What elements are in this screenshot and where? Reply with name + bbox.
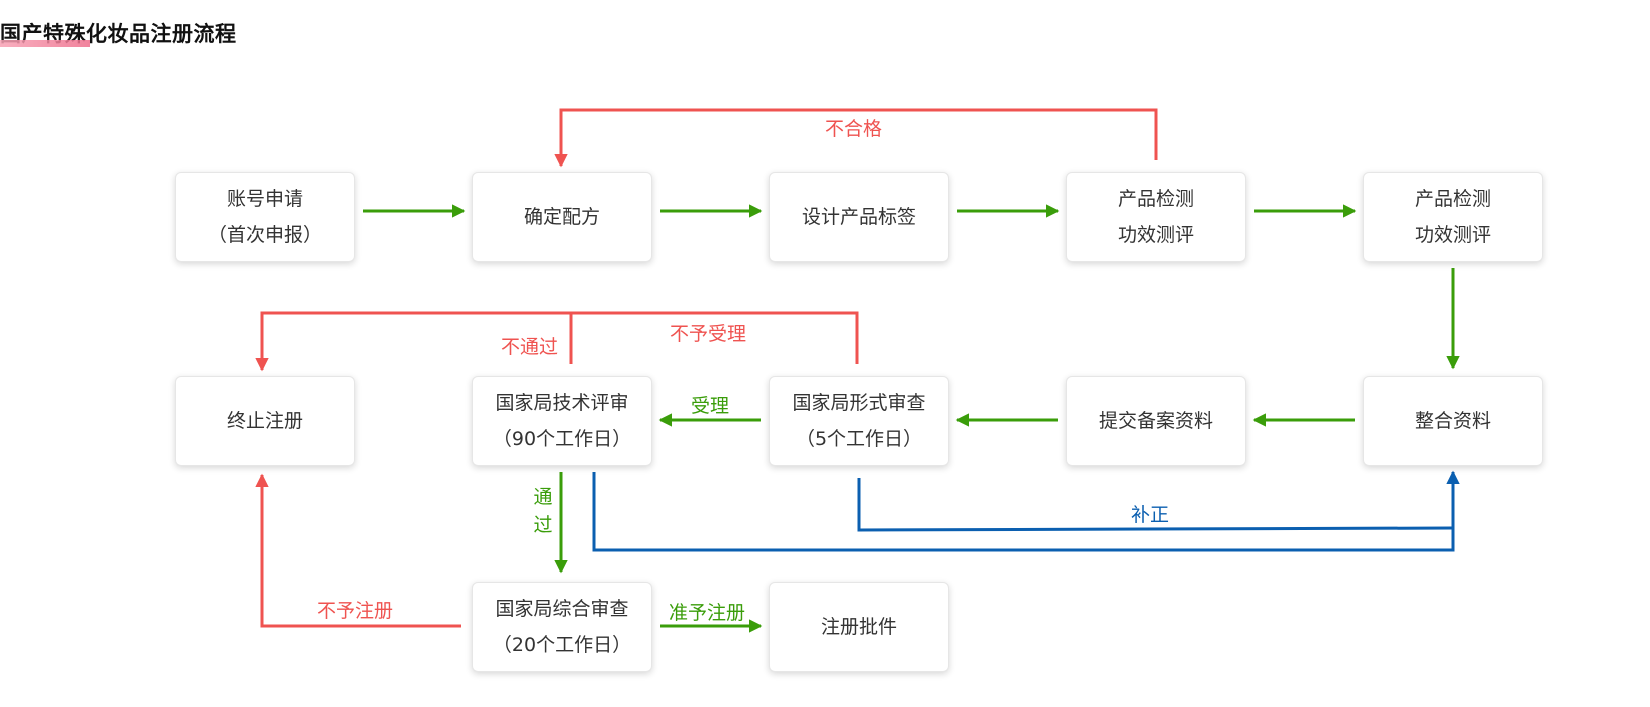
node-formal-line2: （5个工作日） [795,428,923,450]
edge-label-correction: 补正 [1131,504,1170,526]
node-submit-materials: 提交备案资料 [1066,376,1246,466]
arrow-not-accepted [255,311,859,372]
node-registration-approval: 注册批件 [769,582,949,672]
node-account-line2: （首次申报） [207,224,322,246]
arrow-correction-technical [592,470,1460,552]
node-formal-review: 国家局形式审查 （5个工作日） [769,376,949,466]
node-test1-line2: 功效测评 [1117,224,1194,246]
node-label-line1: 设计产品标签 [801,206,916,228]
edge-label-not-accepted: 不予受理 [670,323,747,345]
edge-label-passed: 通过 [533,486,553,536]
node-formula-line1: 确定配方 [523,206,600,228]
edge-label-accepted: 受理 [691,395,730,417]
title-underline [0,40,90,47]
node-submit-line1: 提交备案资料 [1098,410,1213,432]
node-comprehensive-line2: （20个工作日） [492,634,632,656]
node-account-line1: 账号申请 [226,188,303,210]
node-test2-line2: 功效测评 [1414,224,1491,246]
node-account-application: 账号申请 （首次申报） [175,172,355,262]
edge-label-not-passed: 不通过 [501,336,559,358]
node-integrate-line1: 整合资料 [1414,410,1491,432]
node-terminate-line1: 终止注册 [226,410,303,432]
node-product-testing-1: 产品检测 功效测评 [1066,172,1246,262]
node-terminate-registration: 终止注册 [175,376,355,466]
node-determine-formula: 确定配方 [472,172,652,262]
node-technical-line1: 国家局技术评审 [495,392,629,414]
node-test1-line1: 产品检测 [1117,188,1194,210]
node-formal-line1: 国家局形式审查 [792,392,926,414]
node-integrate-materials: 整合资料 [1363,376,1543,466]
node-comprehensive-review: 国家局综合审查 （20个工作日） [472,582,652,672]
edge-label-unqualified: 不合格 [825,118,883,140]
edge-label-reject-registration: 不予注册 [317,600,394,622]
node-approval-line1: 注册批件 [820,616,897,638]
node-technical-review: 国家局技术评审 （90个工作日） [472,376,652,466]
edge-label-grant-registration: 准予注册 [669,602,746,624]
node-technical-line2: （90个工作日） [492,428,632,450]
node-design-label: 设计产品标签 [769,172,949,262]
node-comprehensive-line1: 国家局综合审查 [495,598,629,620]
node-product-testing-2: 产品检测 功效测评 [1363,172,1543,262]
node-test2-line1: 产品检测 [1414,188,1491,210]
